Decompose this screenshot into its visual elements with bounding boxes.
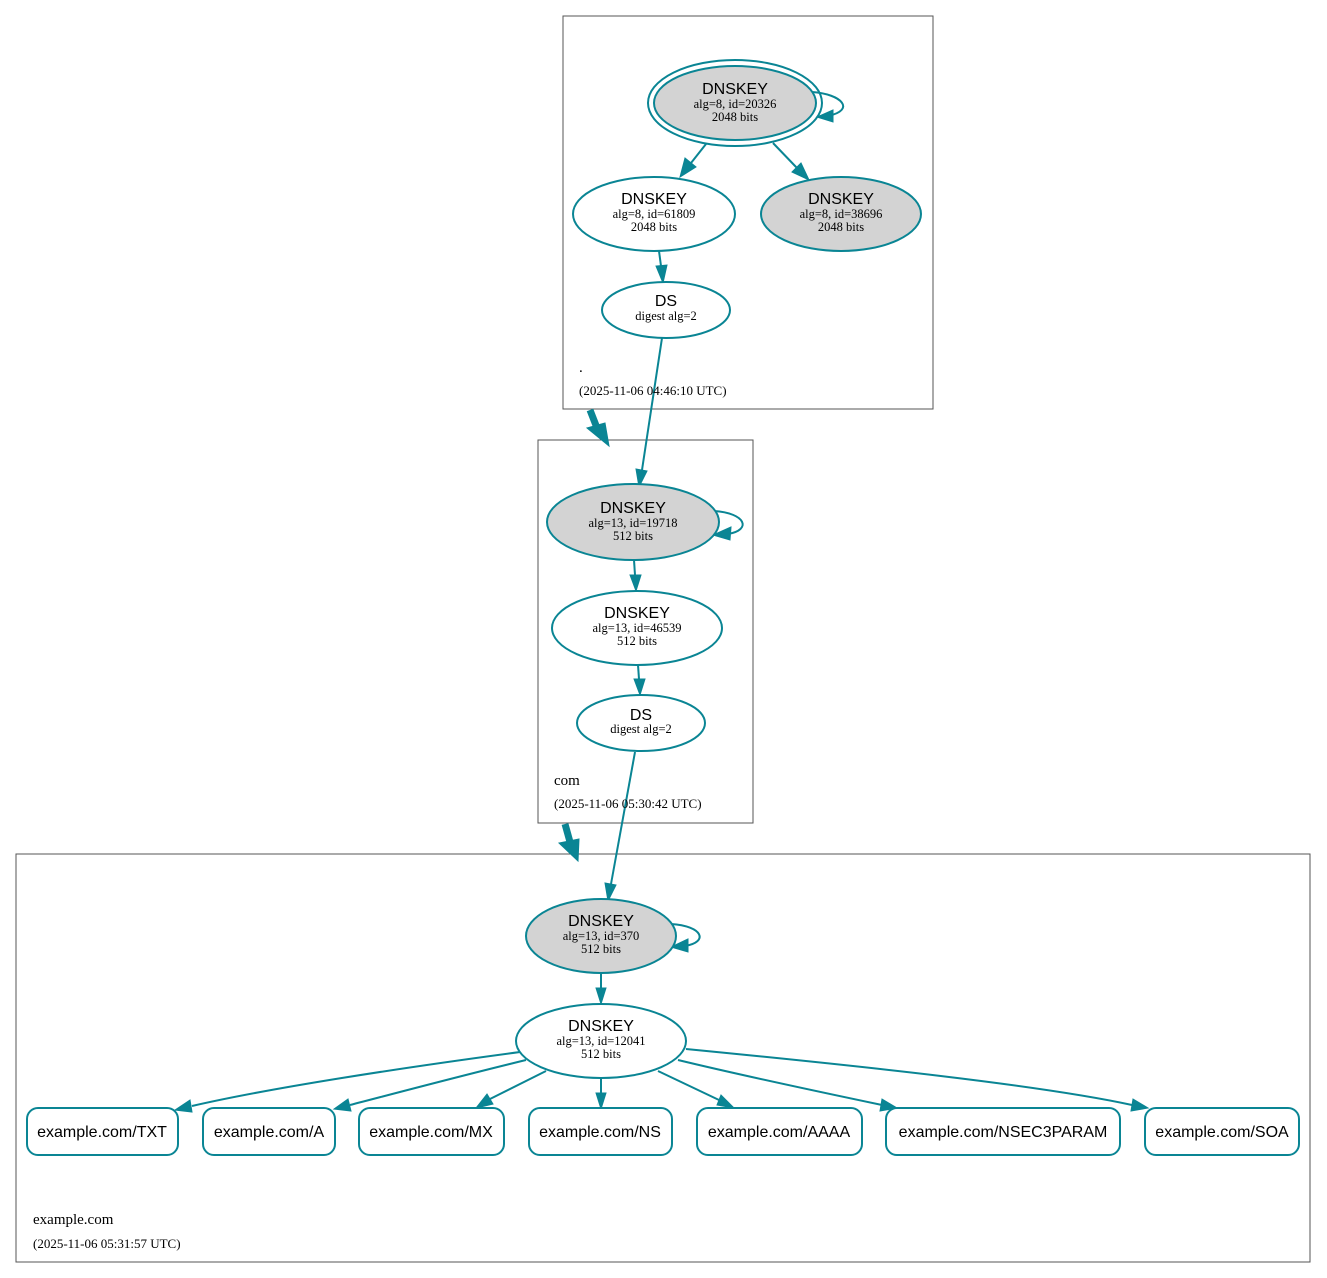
edge-root-ksk-to-zsk1 [679, 143, 707, 179]
zone-com-box [537, 439, 754, 824]
record-mx-node[interactable]: example.com/MX [358, 1107, 505, 1156]
zone-root-box [562, 15, 934, 410]
edge-com-zsk-to-ds [633, 664, 646, 697]
root-ksk-node[interactable]: DNSKEY alg=8, id=20326 2048 bits [647, 59, 823, 147]
com-zsk-id: alg=13, id=46539 [592, 621, 681, 635]
record-ns-label: example.com/NS [539, 1124, 661, 1141]
edge-com-ksk-to-zsk [629, 559, 642, 593]
edge-com-ksk-self [711, 510, 744, 541]
root-zsk2-bits: 2048 bits [818, 220, 864, 234]
ex-ksk-type: DNSKEY [568, 913, 634, 930]
ex-ksk-node[interactable]: DNSKEY alg=13, id=370 512 bits [525, 898, 677, 974]
com-zsk-bits: 512 bits [617, 634, 657, 648]
zone-com-timestamp: (2025-11-06 05:30:42 UTC) [554, 796, 702, 811]
edge-root-ksk-to-zsk2 [772, 142, 811, 182]
record-txt-label: example.com/TXT [37, 1124, 167, 1141]
record-nsec3param-node[interactable]: example.com/NSEC3PARAM [885, 1107, 1121, 1156]
ex-zsk-id: alg=13, id=12041 [556, 1034, 645, 1048]
record-mx-label: example.com/MX [369, 1124, 493, 1141]
record-aaaa-node[interactable]: example.com/AAAA [696, 1107, 863, 1156]
com-ksk-type: DNSKEY [600, 500, 666, 517]
zone-example-timestamp: (2025-11-06 05:31:57 UTC) [33, 1236, 181, 1251]
zone-root-timestamp: (2025-11-06 04:46:10 UTC) [579, 383, 727, 398]
edge-com-ds-to-ex-ksk [604, 751, 636, 903]
record-a-label: example.com/A [214, 1124, 325, 1141]
ex-ksk-id: alg=13, id=370 [563, 929, 640, 943]
record-aaaa-label: example.com/AAAA [708, 1124, 851, 1141]
edge-ex-ksk-self [669, 923, 701, 953]
record-nsec3param-label: example.com/NSEC3PARAM [899, 1124, 1108, 1141]
root-zsk2-node[interactable]: DNSKEY alg=8, id=38696 2048 bits [760, 176, 922, 252]
ex-ksk-bits: 512 bits [581, 942, 621, 956]
root-zsk1-id: alg=8, id=61809 [613, 207, 696, 221]
root-zsk1-type: DNSKEY [621, 191, 687, 208]
edge-ex-ksk-to-zsk [595, 973, 607, 1006]
com-ds-digest: digest alg=2 [610, 722, 672, 736]
com-ksk-bits: 512 bits [613, 529, 653, 543]
root-ksk-bits: 2048 bits [712, 110, 758, 124]
record-soa-label: example.com/SOA [1155, 1124, 1289, 1141]
record-ns-node[interactable]: example.com/NS [528, 1107, 673, 1156]
com-ds-type: DS [630, 707, 652, 724]
root-ds-type: DS [655, 293, 677, 310]
zone-com-name: com [554, 773, 580, 789]
root-zsk1-node[interactable]: DNSKEY alg=8, id=61809 2048 bits [572, 176, 736, 252]
edge-root-ds-to-com-ksk [635, 337, 663, 489]
ex-zsk-type: DNSKEY [568, 1018, 634, 1035]
root-ksk-id: alg=8, id=20326 [694, 97, 777, 111]
delegation-com-to-example [557, 823, 580, 863]
zone-root-name: . [579, 360, 583, 376]
com-zsk-type: DNSKEY [604, 605, 670, 622]
ex-zsk-node[interactable]: DNSKEY alg=13, id=12041 512 bits [515, 1003, 687, 1079]
record-txt-node[interactable]: example.com/TXT [26, 1107, 179, 1156]
edge-root-zsk1-to-ds [655, 250, 668, 285]
root-zsk1-bits: 2048 bits [631, 220, 677, 234]
zone-example-name: example.com [33, 1212, 114, 1228]
root-ds-digest: digest alg=2 [635, 309, 697, 323]
root-zsk2-id: alg=8, id=38696 [800, 207, 883, 221]
root-zsk2-type: DNSKEY [808, 191, 874, 208]
root-ds-node[interactable]: DS digest alg=2 [601, 281, 731, 339]
root-ksk-type: DNSKEY [702, 81, 768, 98]
com-ksk-id: alg=13, id=19718 [588, 516, 677, 530]
com-zsk-node[interactable]: DNSKEY alg=13, id=46539 512 bits [551, 590, 723, 666]
record-soa-node[interactable]: example.com/SOA [1144, 1107, 1300, 1156]
zone-example-box [15, 853, 1311, 1263]
com-ds-node[interactable]: DS digest alg=2 [576, 694, 706, 752]
com-ksk-node[interactable]: DNSKEY alg=13, id=19718 512 bits [546, 483, 720, 561]
delegation-root-to-com [585, 408, 610, 448]
root-ksk-fill [653, 65, 817, 141]
record-a-node[interactable]: example.com/A [202, 1107, 336, 1156]
edge-ex-zsk-to-records [173, 1048, 1150, 1113]
ex-zsk-bits: 512 bits [581, 1047, 621, 1061]
